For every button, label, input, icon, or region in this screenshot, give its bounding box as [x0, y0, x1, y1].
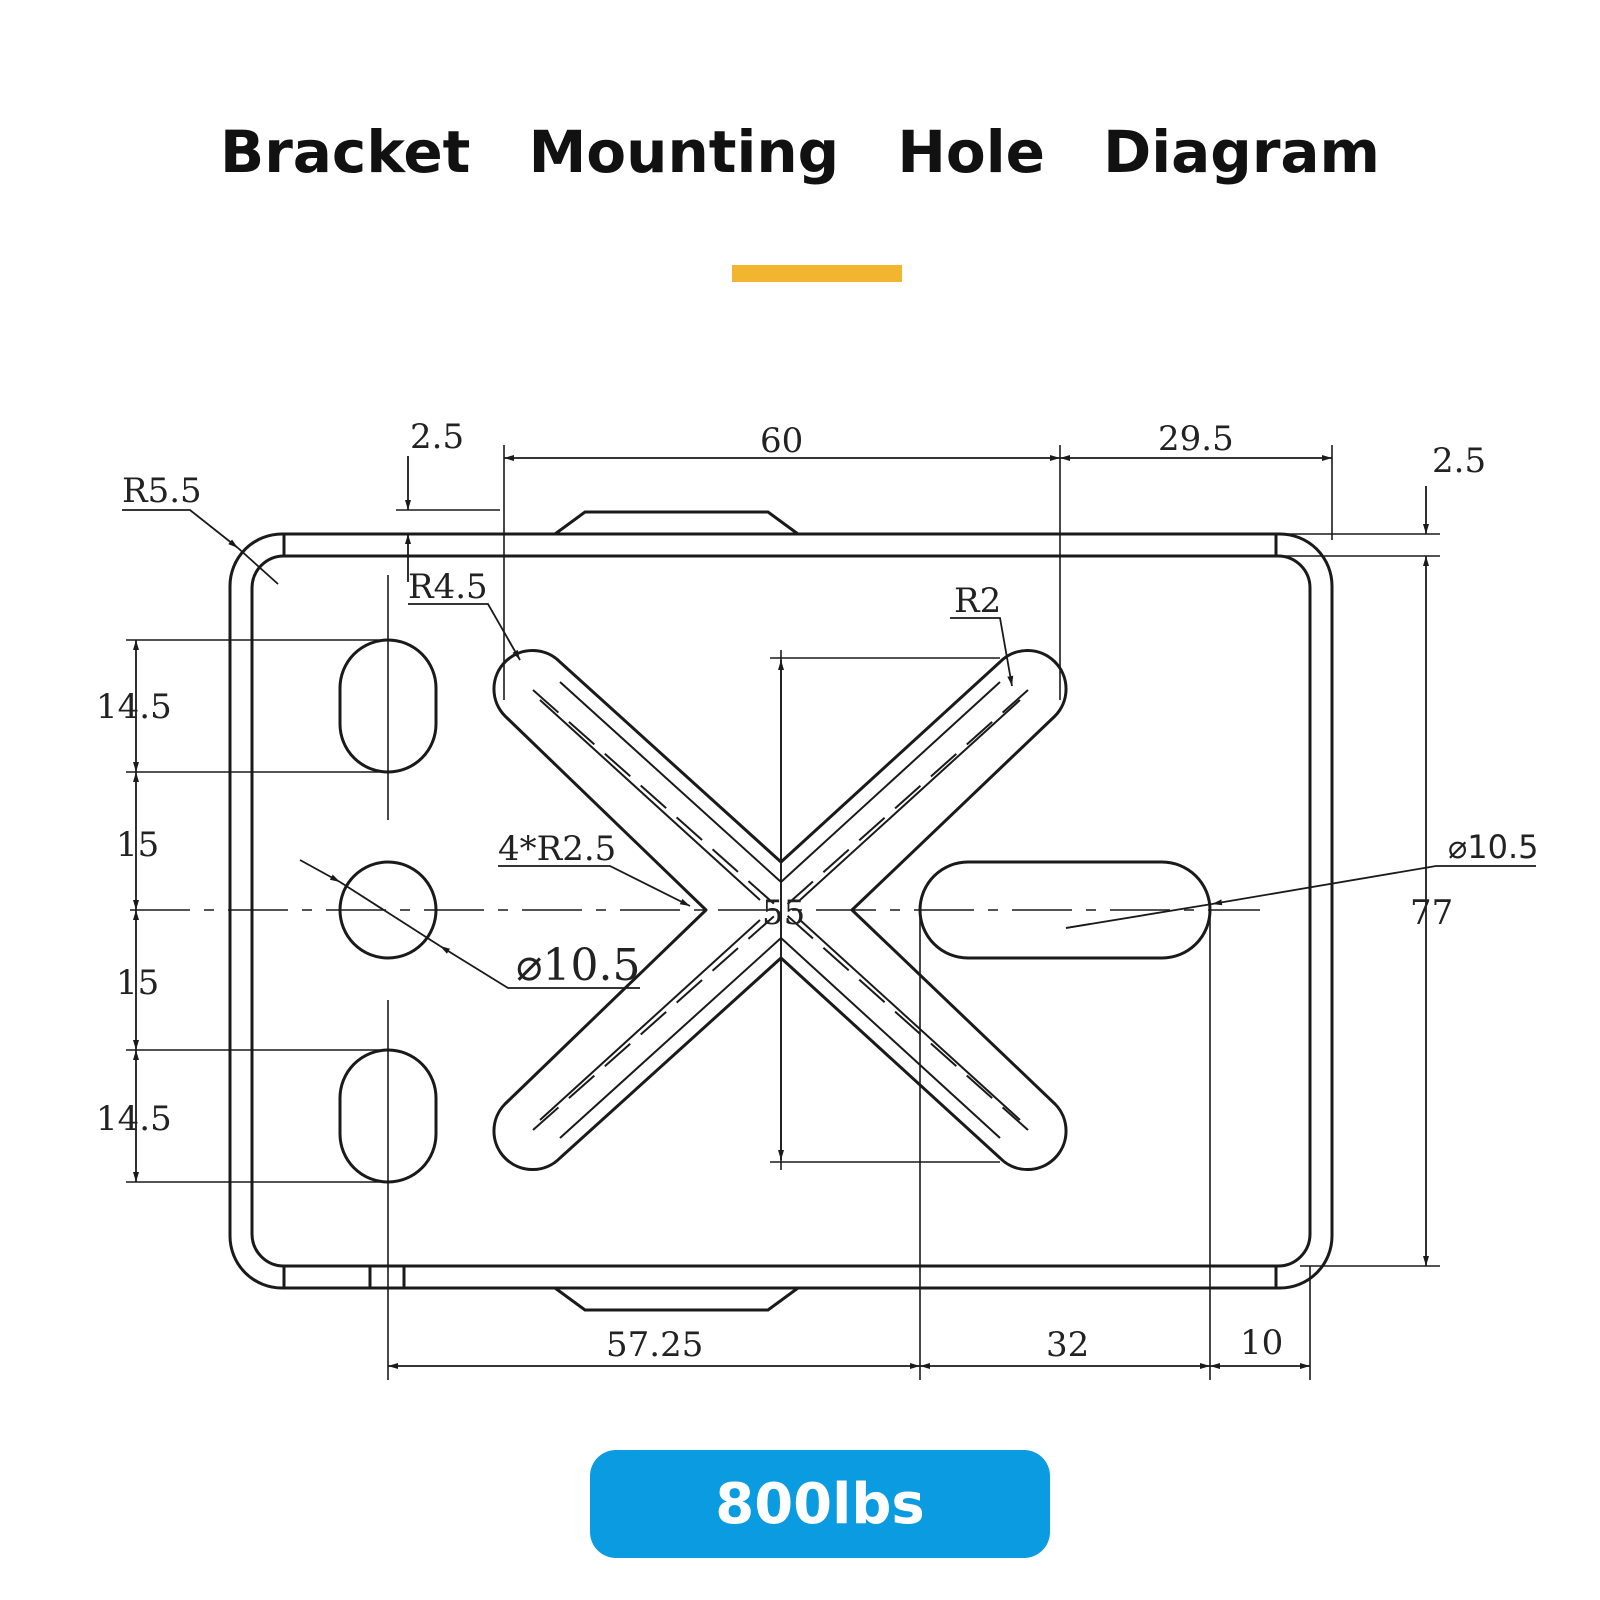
- dim-center-height: 55: [762, 893, 805, 933]
- dim-slot-tip-radius: R2: [954, 581, 1001, 621]
- top-tab: [554, 510, 799, 536]
- dim-bottom-mid: 32: [1046, 1325, 1089, 1365]
- title-accent-bar: [732, 265, 902, 282]
- x-slot-inner-2: [780, 681, 1021, 901]
- page-title: Bracket Mounting Hole Diagram: [219, 118, 1380, 186]
- dim-left-mid-upper: 15: [116, 825, 159, 865]
- load-capacity-label: 800lbs: [715, 1471, 925, 1537]
- dim-top-left-offset: 2.5: [410, 417, 464, 457]
- x-slot-outline: [492, 648, 1068, 1172]
- dim-top-right: 29.5: [1158, 419, 1234, 459]
- x-slot-inner-1: [539, 681, 782, 901]
- plate-outer: [228, 532, 1334, 1290]
- dim-bottom-right: 10: [1240, 1323, 1283, 1363]
- dim-bottom-left: 57.25: [606, 1325, 703, 1365]
- dim-left-lower-pitch: 14.5: [96, 1099, 172, 1139]
- center-lines: [130, 575, 1260, 1380]
- dim-hole-diameter-left: ⌀10.5: [516, 940, 640, 991]
- x-slot: [492, 648, 1068, 1172]
- dim-right-top-offset: 2.5: [1432, 441, 1486, 481]
- x-slot-inner-3: [539, 919, 782, 1139]
- load-capacity-badge: 800lbs: [590, 1450, 1050, 1558]
- dim-left-mid-lower: 15: [116, 963, 159, 1003]
- bracket-outline: [228, 510, 1334, 1312]
- dimension-lines: [133, 455, 1429, 1369]
- extension-lines: [126, 445, 1440, 1380]
- x-slot-inner-4: [780, 919, 1021, 1139]
- dimension-labels: 2.5 60 29.5 2.5 R5.5 R4.5 R2 14.5 15 15 …: [96, 417, 1539, 1365]
- dim-total-height: 77: [1410, 893, 1453, 933]
- dim-slot-end-radius: R4.5: [408, 567, 488, 607]
- dim-corner-radius: R5.5: [122, 471, 202, 511]
- dim-inner-radius: 4*R2.5: [498, 829, 616, 869]
- dim-top-center: 60: [760, 421, 803, 461]
- dim-hole-diameter-right: ⌀10.5: [1448, 828, 1539, 866]
- bottom-tab: [554, 1286, 799, 1312]
- leader-lines: [122, 509, 1536, 989]
- dim-left-upper-pitch: 14.5: [96, 687, 172, 727]
